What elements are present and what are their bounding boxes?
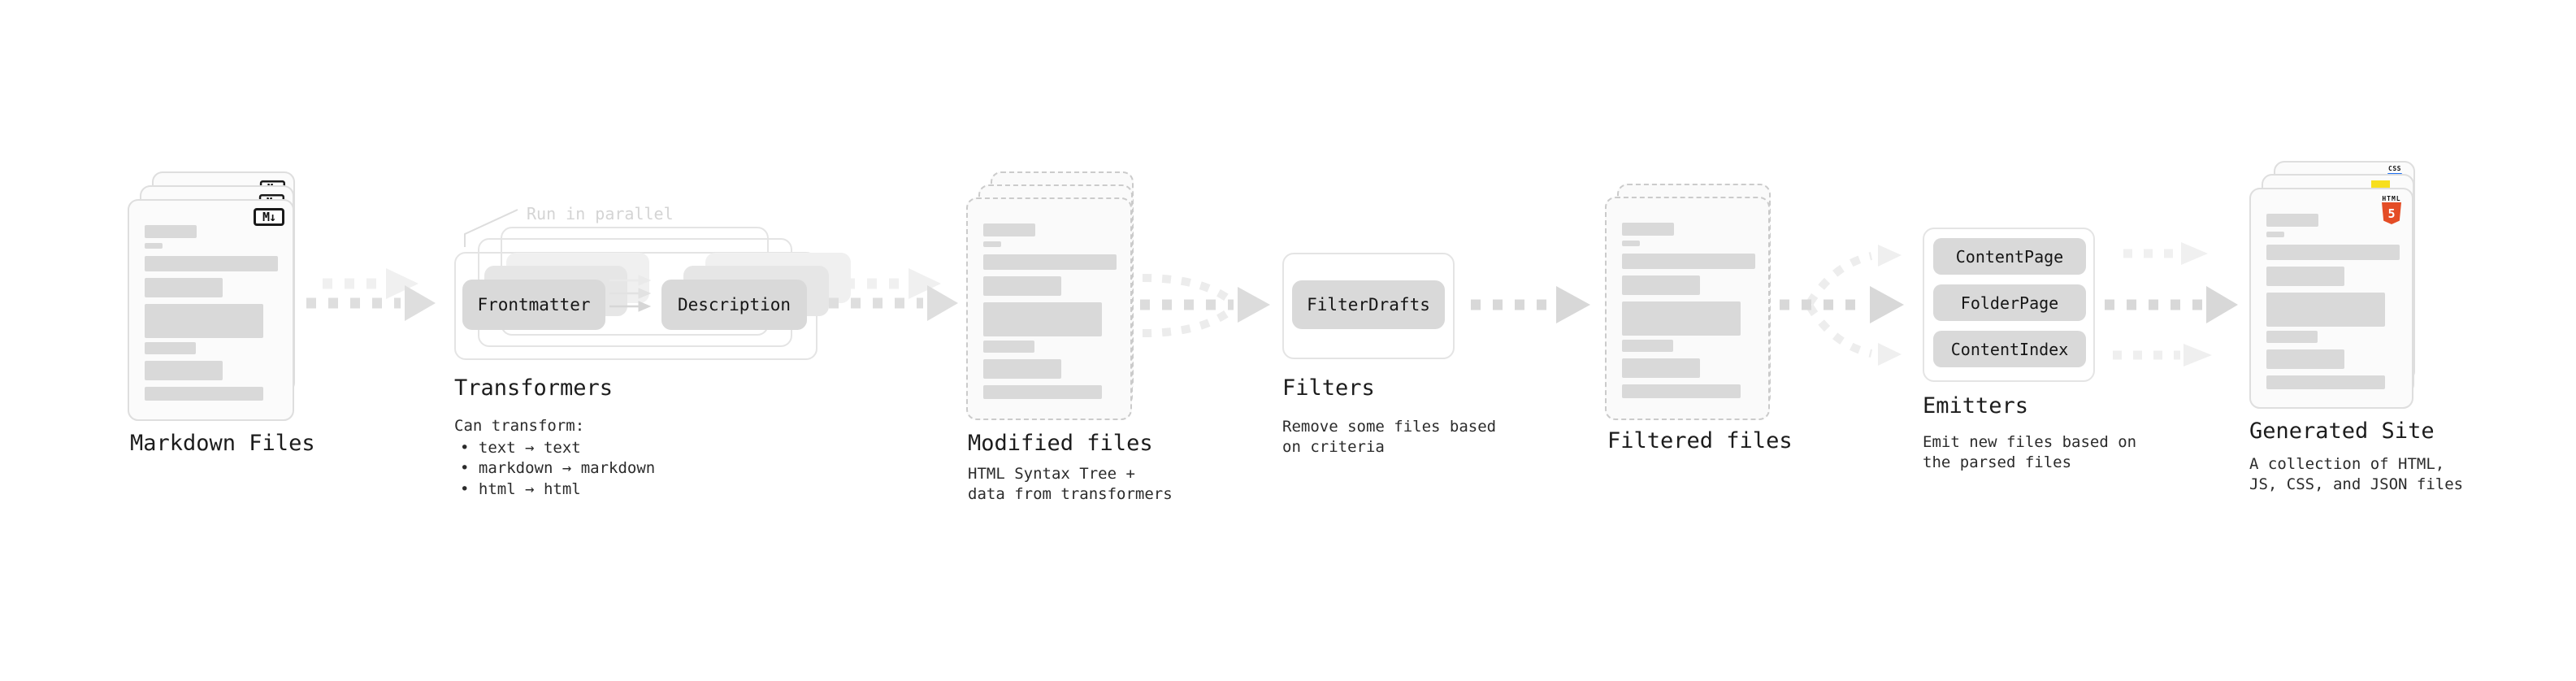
arrow-transformers-to-modified (829, 268, 958, 321)
transformers-bullet: • text → text (460, 439, 581, 457)
modified-description-line: data from transformers (968, 485, 1173, 503)
annotation-leader-line (464, 209, 518, 247)
arrow-emitters-to-generated (2105, 242, 2238, 367)
modified-file-card-front (966, 197, 1132, 420)
text-line-bar (2266, 331, 2318, 343)
stage-label-markdown-files: Markdown Files (130, 431, 315, 456)
document-skeleton (2251, 189, 2412, 407)
text-line-bar (1622, 254, 1755, 269)
contentpage-node: ContentPage (1933, 238, 2086, 275)
document-skeleton (968, 199, 1130, 419)
transformers-description-title: Can transform: (454, 417, 585, 435)
js-badge (2371, 180, 2390, 189)
text-line-bar (145, 256, 278, 271)
html5-badge-shield: 5 (2382, 202, 2401, 224)
transformers-bullet: • html → html (460, 480, 581, 498)
parallel-flow-arrows (609, 275, 652, 312)
text-line-bar (2266, 232, 2284, 237)
text-line-bar (983, 302, 1102, 336)
generated-description-line: JS, CSS, and JSON files (2249, 475, 2464, 493)
document-skeleton (129, 201, 293, 419)
filtered-file-card-front (1605, 197, 1770, 420)
generated-file-card-front: HTML 5 (2249, 188, 2413, 409)
text-line-bar (983, 223, 1035, 236)
text-line-bar (145, 387, 263, 401)
filters-description-line: Remove some files based (1282, 418, 1497, 436)
folderpage-node: FolderPage (1933, 284, 2086, 321)
markdown-file-card-front: M↓ (128, 199, 294, 421)
text-line-bar (145, 342, 196, 354)
text-line-bar (983, 340, 1034, 353)
text-line-bar (983, 241, 1001, 247)
text-line-bar (2266, 245, 2400, 260)
text-line-bar (1622, 241, 1640, 246)
text-line-bar (1622, 384, 1741, 398)
stage-label-transformers: Transformers (454, 375, 614, 401)
text-line-bar (983, 385, 1102, 399)
text-line-bar (2266, 267, 2344, 286)
text-line-bar (983, 359, 1061, 379)
emitters-description-line: the parsed files (1923, 453, 2072, 471)
arrow-markdown-to-transformers (306, 268, 436, 321)
text-line-bar (145, 361, 223, 380)
text-line-bar (2266, 214, 2318, 227)
text-line-bar (2266, 349, 2344, 369)
filterdrafts-node: FilterDrafts (1292, 280, 1445, 329)
text-line-bar (145, 243, 163, 249)
frontmatter-node: Frontmatter (462, 280, 605, 330)
arrow-filtered-to-emitters (1780, 245, 1904, 366)
html5-badge: HTML 5 (2382, 195, 2401, 224)
transformers-bullet: • markdown → markdown (460, 459, 656, 477)
markdown-icon: M↓ (254, 208, 284, 226)
text-line-bar (2266, 293, 2385, 327)
text-line-bar (1622, 223, 1674, 236)
text-line-bar (983, 254, 1117, 270)
generated-description-line: A collection of HTML, (2249, 455, 2445, 473)
annotation-run-in-parallel: Run in parallel (527, 204, 674, 223)
emitters-description-line: Emit new files based on (1923, 433, 2137, 451)
filters-description-line: on criteria (1282, 438, 1385, 456)
stage-label-modified-files: Modified files (968, 431, 1153, 456)
filters-frame (1282, 253, 1455, 359)
contentindex-node: ContentIndex (1933, 331, 2086, 367)
stage-label-generated-site: Generated Site (2249, 419, 2435, 444)
text-line-bar (2266, 375, 2385, 389)
text-line-bar (983, 276, 1061, 296)
text-line-bar (1622, 301, 1741, 336)
text-line-bar (1622, 275, 1700, 295)
text-line-bar (145, 304, 263, 338)
emitters-frame (1923, 228, 2095, 382)
arrow-filters-to-filtered (1471, 286, 1590, 323)
text-line-bar (145, 278, 223, 297)
description-node: Description (661, 280, 807, 330)
arrow-modified-to-filters (1140, 274, 1270, 337)
stage-label-filtered-files: Filtered files (1607, 428, 1793, 453)
document-skeleton (1607, 198, 1768, 419)
html5-badge-label: HTML (2382, 195, 2401, 202)
text-line-bar (145, 225, 197, 238)
text-line-bar (1622, 358, 1700, 378)
css-badge-label: CSS (2388, 165, 2401, 172)
stage-label-emitters: Emitters (1923, 393, 2029, 419)
stage-label-filters: Filters (1282, 375, 1375, 401)
text-line-bar (1622, 340, 1673, 352)
modified-description-line: HTML Syntax Tree + (968, 465, 1135, 483)
